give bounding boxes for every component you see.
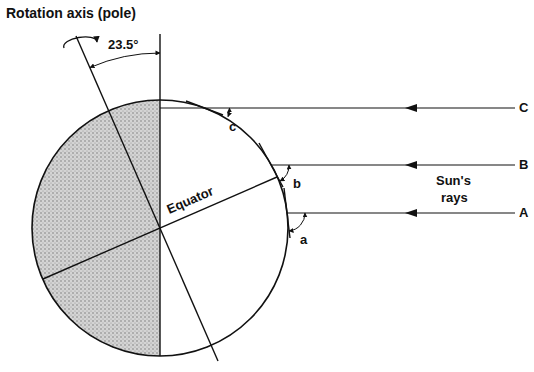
angle-letter: c: [229, 119, 236, 134]
ray-arrowhead: [405, 161, 417, 169]
tilt-arc: [90, 53, 160, 68]
ray-letter: C: [519, 100, 528, 115]
equator-label: Equator: [164, 183, 215, 216]
night-side: [32, 100, 160, 356]
ray-letter: A: [519, 205, 528, 220]
vertical-line: [159, 34, 160, 356]
ray-c: [160, 107, 515, 108]
ray-arrowhead: [405, 104, 417, 112]
sun-rays-label: rays: [441, 190, 468, 205]
angle-letter: a: [300, 232, 307, 247]
ray-arrowhead: [405, 209, 417, 217]
axis-title: Rotation axis (pole): [6, 6, 136, 21]
rotation-arrow: [64, 37, 97, 48]
angle-arc-c: [228, 108, 230, 117]
equator-line: [43, 177, 277, 279]
rotation-axis: [76, 36, 218, 361]
tilt-angle: 23.5°: [108, 37, 139, 52]
angle-arc-a: [289, 213, 305, 231]
angle-letter: b: [293, 176, 301, 191]
ray-b: [271, 164, 515, 165]
tangent-c: [186, 101, 223, 115]
sun-rays-label: Sun's: [436, 173, 471, 188]
tangent-b: [259, 143, 283, 187]
ray-a: [287, 212, 515, 213]
angle-arc-b: [280, 165, 289, 181]
ray-letter: B: [519, 157, 528, 172]
